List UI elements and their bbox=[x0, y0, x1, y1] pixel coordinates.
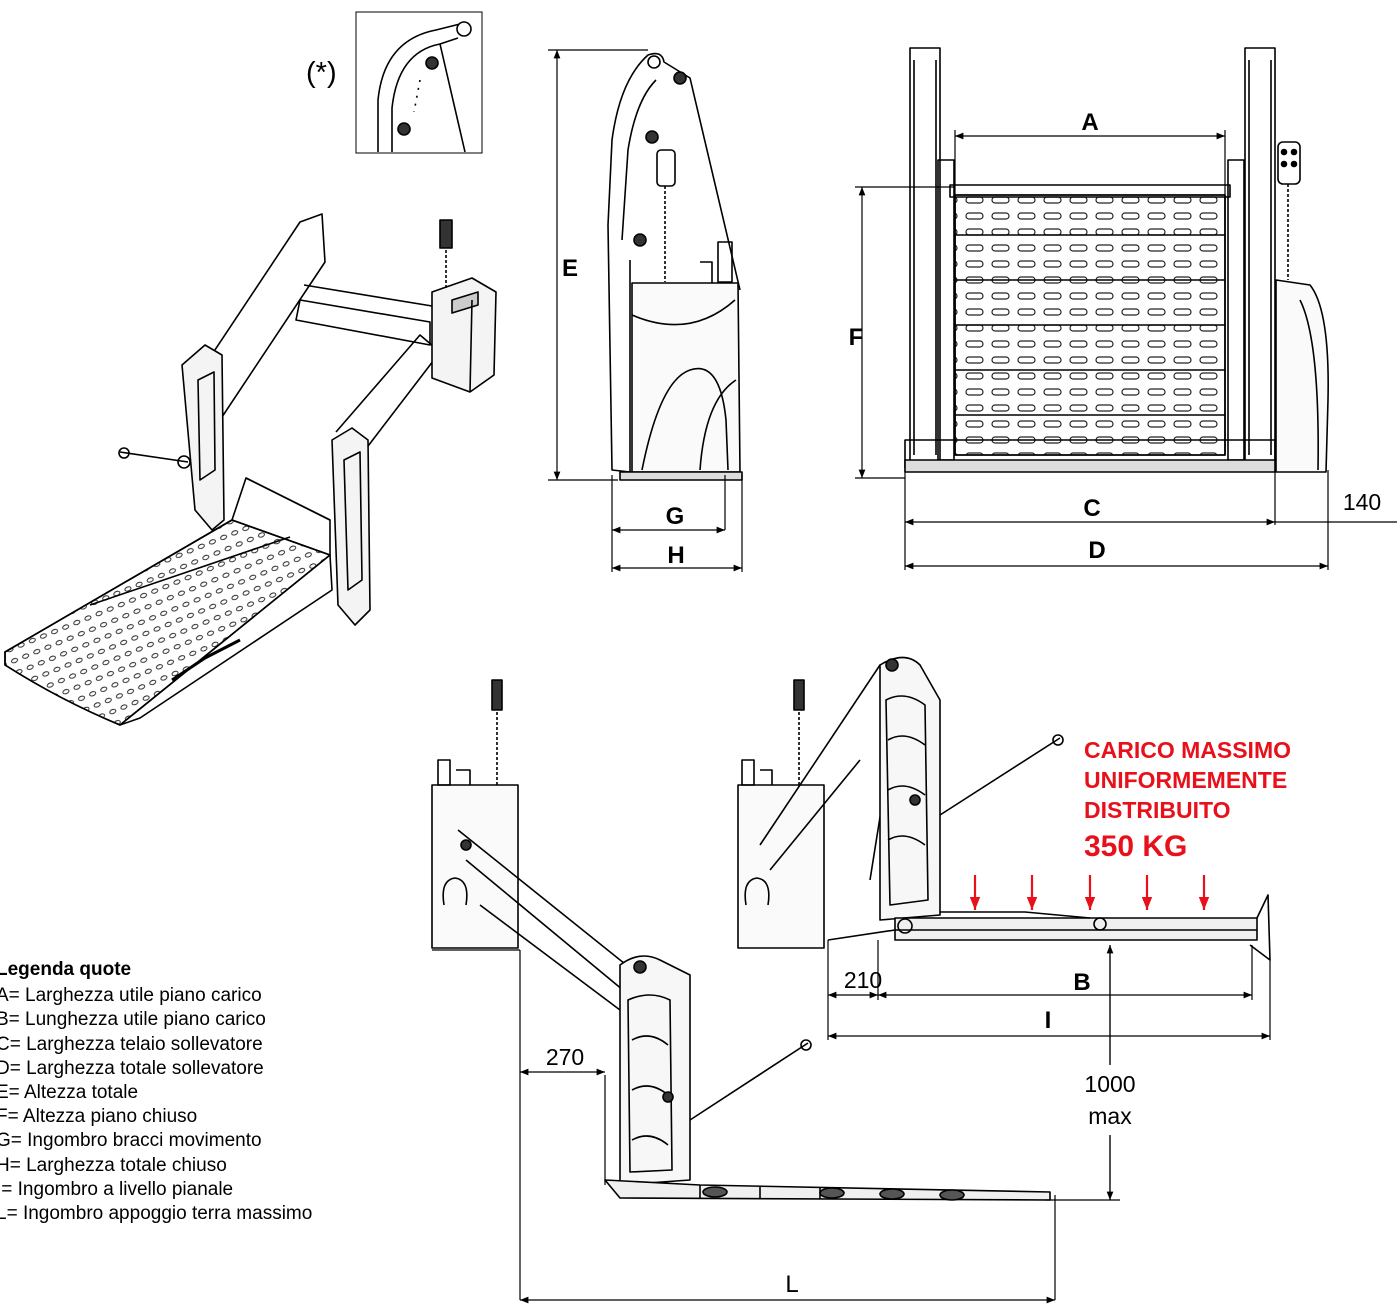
legend-list: A= Larghezza utile piano carico B= Lungh… bbox=[0, 984, 456, 1226]
dim-label-270: 270 bbox=[546, 1044, 584, 1070]
dim-label-E: E bbox=[562, 255, 578, 282]
legend-item-a: A= Larghezza utile piano carico bbox=[0, 985, 262, 1007]
dim-label-F: F bbox=[849, 324, 864, 351]
dim-label-G: G bbox=[666, 503, 685, 530]
isometric-view bbox=[4, 213, 497, 726]
load-note-line-2: UNIFORMEMENTE bbox=[1084, 767, 1288, 793]
dim-label-L: L bbox=[785, 1271, 798, 1298]
dim-label-210: 210 bbox=[844, 967, 882, 993]
legend-title: Legenda quote bbox=[0, 959, 132, 980]
load-arrows bbox=[969, 875, 1210, 910]
dim-label-max: max bbox=[1088, 1103, 1132, 1129]
legend-item-f: F= Altezza piano chiuso bbox=[0, 1106, 198, 1128]
load-note-line-1: CARICO MASSIMO bbox=[1084, 737, 1291, 763]
legend-item-e: E= Altezza totale bbox=[0, 1082, 139, 1104]
legend-item-l: L= Ingombro appoggio terra massimo bbox=[0, 1203, 313, 1225]
dim-label-B: B bbox=[1073, 969, 1090, 996]
legend-item-h: H= Larghezza totale chiuso bbox=[0, 1154, 227, 1176]
load-note-line-3: DISTRIBUITO bbox=[1084, 797, 1231, 823]
legend-item-d: D= Larghezza totale sollevatore bbox=[0, 1057, 264, 1079]
dim-label-I: I bbox=[1045, 1007, 1052, 1034]
detail-inset bbox=[355, 11, 483, 154]
detail-callout-label: (*) bbox=[306, 57, 337, 89]
dim-label-C: C bbox=[1083, 495, 1100, 522]
front-view bbox=[904, 47, 1329, 473]
load-note: CARICO MASSIMO UNIFORMEMENTE DISTRIBUITO… bbox=[1084, 735, 1291, 867]
legend-item-b: B= Lunghezza utile piano carico bbox=[0, 1009, 266, 1031]
legend-item-c: C= Larghezza telaio sollevatore bbox=[0, 1033, 263, 1055]
legend-item-i: I= Ingombro a livello pianale bbox=[0, 1178, 234, 1200]
side-view-closed bbox=[607, 52, 743, 481]
dim-label-A: A bbox=[1081, 109, 1098, 136]
dim-label-H: H bbox=[667, 542, 684, 569]
load-note-value: 350 KG bbox=[1084, 830, 1188, 863]
dim-label-D: D bbox=[1088, 537, 1105, 564]
dim-label-1000: 1000 bbox=[1084, 1071, 1135, 1097]
height-label-backing bbox=[1075, 1065, 1145, 1135]
side-view-floor bbox=[737, 656, 1271, 961]
dim-label-140: 140 bbox=[1343, 489, 1381, 515]
side-view-ground bbox=[431, 679, 1051, 1201]
legend: Legenda quote A= Larghezza utile piano c… bbox=[0, 958, 456, 1226]
legend-item-g: G= Ingombro bracci movimento bbox=[0, 1130, 262, 1152]
